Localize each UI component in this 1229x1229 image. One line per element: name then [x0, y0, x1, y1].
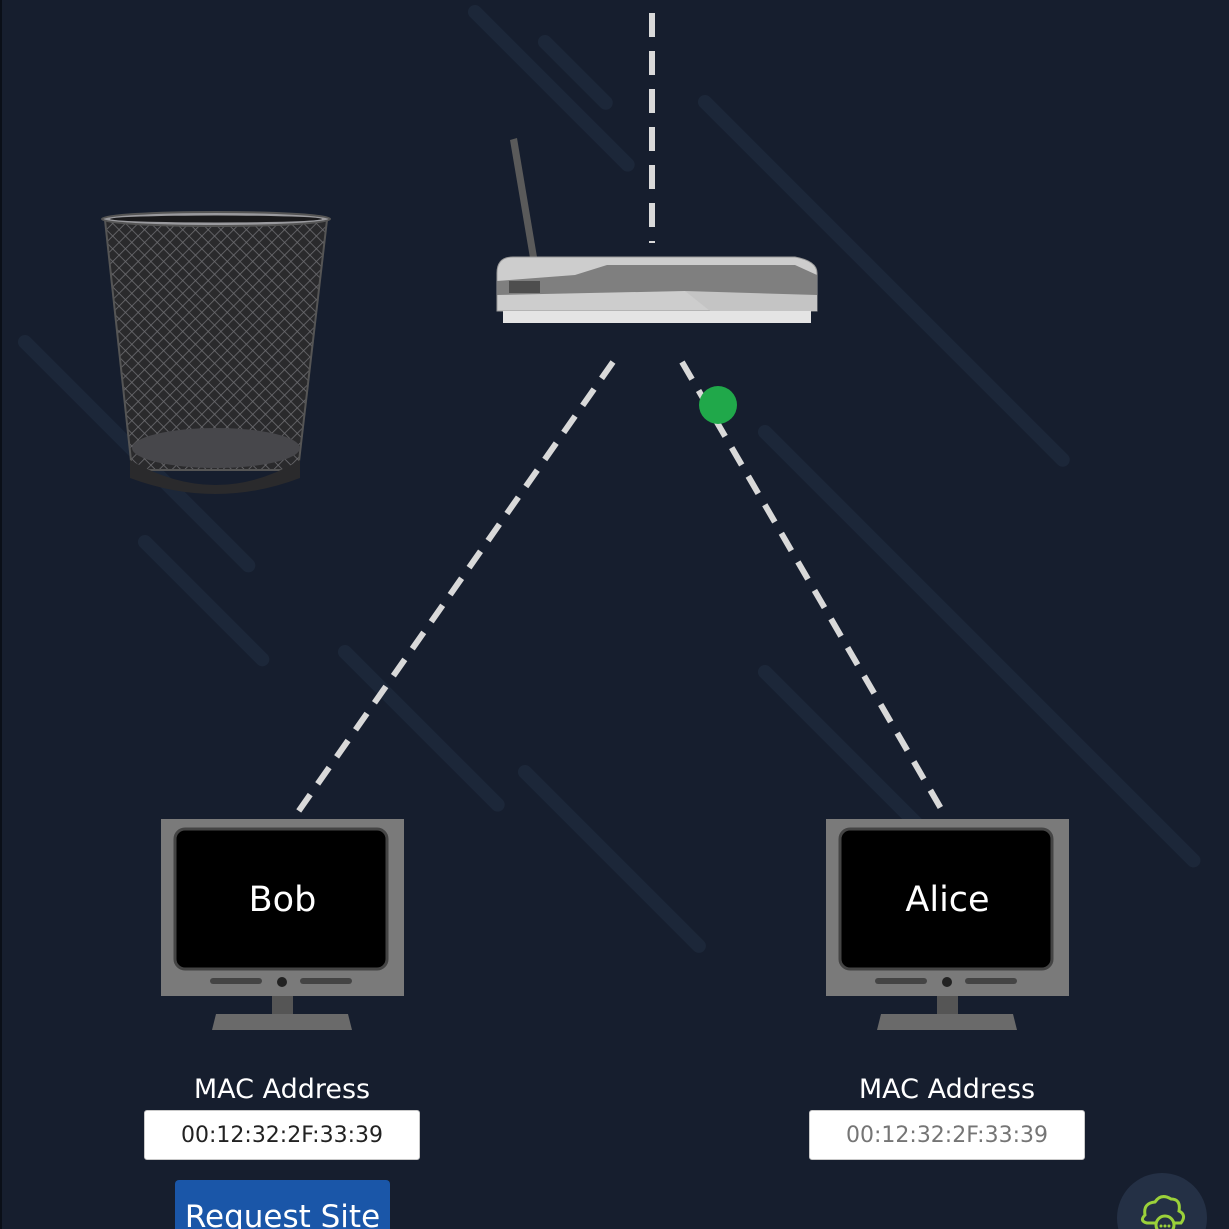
- link-router-alice: [679, 360, 946, 814]
- alice-mac-label: MAC Address: [858, 1074, 1036, 1105]
- computer-alice[interactable]: Alice: [825, 818, 1070, 1030]
- request-site-button[interactable]: Request Site: [175, 1180, 390, 1229]
- bob-mac-field[interactable]: [144, 1110, 420, 1160]
- link-router-bob: [295, 360, 616, 814]
- alice-mac-field[interactable]: [809, 1110, 1085, 1160]
- monitor-icon: [161, 819, 404, 1030]
- canvas-border: [0, 0, 2, 1229]
- bob-mac-label: MAC Address: [193, 1074, 371, 1105]
- data-packet: [699, 386, 737, 424]
- computer-name-bob: Bob: [248, 880, 317, 920]
- computer-name-alice: Alice: [905, 880, 990, 920]
- computer-bob[interactable]: Bob: [160, 818, 405, 1030]
- chat-cloud-icon: [1140, 1195, 1186, 1229]
- router-icon[interactable]: [495, 135, 820, 330]
- monitor-icon: [826, 819, 1069, 1030]
- trash-bin-icon[interactable]: [100, 210, 332, 500]
- chat-widget-button[interactable]: [1117, 1173, 1207, 1229]
